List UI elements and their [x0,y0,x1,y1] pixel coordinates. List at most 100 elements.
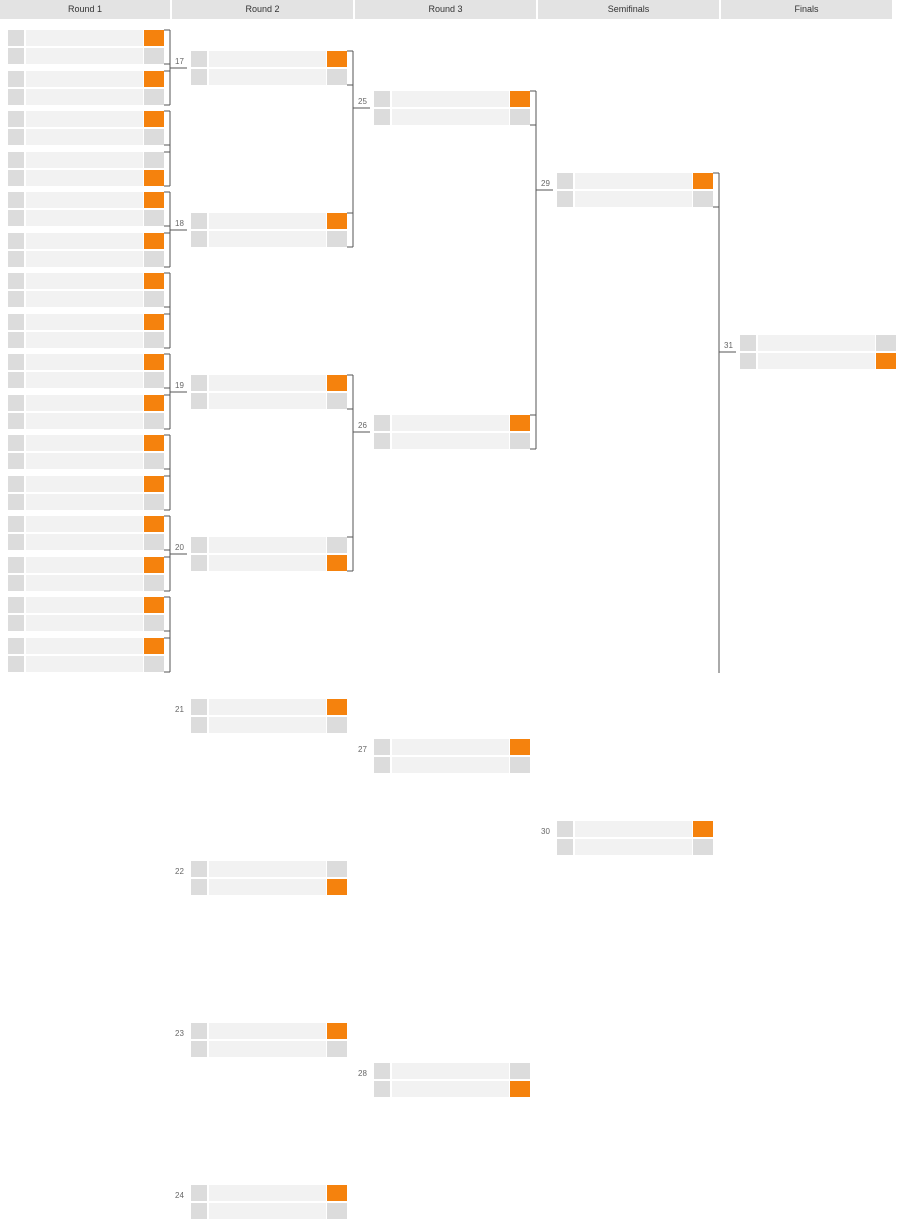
team-score [510,739,530,755]
bracket-team-slot[interactable] [191,1203,351,1219]
bracket-team-slot[interactable] [8,372,168,388]
team-name [26,170,143,186]
bracket-team-slot[interactable] [8,152,168,168]
bracket-team-slot[interactable] [8,413,168,429]
team-name [26,557,143,573]
bracket-team-slot[interactable] [191,1185,351,1201]
bracket-team-slot[interactable] [8,395,168,411]
bracket-team-slot[interactable] [191,375,351,391]
team-name [26,354,143,370]
bracket-team-slot[interactable] [8,251,168,267]
team-name [209,51,326,67]
team-score [144,111,164,127]
team-score [144,435,164,451]
team-name [209,555,326,571]
bracket-team-slot[interactable] [374,757,534,773]
bracket-team-slot[interactable] [8,354,168,370]
bracket-team-slot[interactable] [8,557,168,573]
bracket-team-slot[interactable] [8,291,168,307]
bracket-team-slot[interactable] [8,48,168,64]
bracket-team-slot[interactable] [8,575,168,591]
bracket-team-slot[interactable] [8,314,168,330]
team-score [144,152,164,168]
bracket-team-slot[interactable] [191,51,351,67]
bracket-team-slot[interactable] [191,213,351,229]
bracket-team-slot[interactable] [191,69,351,85]
bracket-team-slot[interactable] [191,393,351,409]
bracket-team-slot[interactable] [191,717,351,733]
bracket-team-slot[interactable] [191,861,351,877]
team-score [144,273,164,289]
team-name [26,89,143,105]
team-score [144,354,164,370]
bracket-team-slot[interactable] [191,1041,351,1057]
team-seed [191,213,207,229]
team-name [26,453,143,469]
team-seed [374,109,390,125]
bracket-team-slot[interactable] [8,233,168,249]
bracket-team-slot[interactable] [8,656,168,672]
team-score [144,372,164,388]
team-name [26,638,143,654]
bracket-team-slot[interactable] [8,71,168,87]
team-seed [8,638,24,654]
bracket-team-slot[interactable] [8,453,168,469]
bracket-team-slot[interactable] [8,192,168,208]
team-seed [8,170,24,186]
team-name [26,233,143,249]
team-seed [191,699,207,715]
team-seed [8,575,24,591]
bracket-team-slot[interactable] [374,91,534,107]
team-score [876,335,896,351]
bracket-team-slot[interactable] [8,332,168,348]
bracket-team-slot[interactable] [8,210,168,226]
team-score [144,48,164,64]
bracket-team-slot[interactable] [8,89,168,105]
bracket-team-slot[interactable] [191,699,351,715]
bracket-team-slot[interactable] [374,415,534,431]
bracket-team-slot[interactable] [8,615,168,631]
team-name [575,821,692,837]
bracket-team-slot[interactable] [8,111,168,127]
bracket-team-slot[interactable] [374,433,534,449]
bracket-team-slot[interactable] [8,435,168,451]
team-score [510,1081,530,1097]
bracket-team-slot[interactable] [8,170,168,186]
bracket-team-slot[interactable] [8,476,168,492]
team-name [392,1081,509,1097]
team-name [26,71,143,87]
bracket-team-slot[interactable] [8,638,168,654]
bracket-team-slot[interactable] [740,335,900,351]
bracket-team-slot[interactable] [557,839,717,855]
team-seed [8,476,24,492]
team-seed [8,557,24,573]
bracket-team-slot[interactable] [8,516,168,532]
team-score [144,534,164,550]
bracket-team-slot[interactable] [8,597,168,613]
bracket-team-slot[interactable] [8,534,168,550]
bracket-team-slot[interactable] [8,494,168,510]
bracket-team-slot[interactable] [8,30,168,46]
bracket-team-slot[interactable] [374,739,534,755]
team-name [209,213,326,229]
bracket-team-slot[interactable] [191,879,351,895]
bracket-team-slot[interactable] [557,173,717,189]
bracket-team-slot[interactable] [374,1081,534,1097]
bracket-team-slot[interactable] [557,821,717,837]
bracket-team-slot[interactable] [740,353,900,369]
bracket-team-slot[interactable] [8,273,168,289]
bracket-team-slot[interactable] [374,1063,534,1079]
bracket-team-slot[interactable] [191,1023,351,1039]
team-seed [8,597,24,613]
bracket-team-slot[interactable] [191,231,351,247]
team-seed [191,69,207,85]
team-score [510,415,530,431]
team-name [392,739,509,755]
bracket-team-slot[interactable] [191,537,351,553]
bracket-team-slot[interactable] [8,129,168,145]
bracket-team-slot[interactable] [374,109,534,125]
team-seed [740,353,756,369]
bracket-team-slot[interactable] [191,555,351,571]
bracket-team-slot[interactable] [557,191,717,207]
team-score [510,757,530,773]
